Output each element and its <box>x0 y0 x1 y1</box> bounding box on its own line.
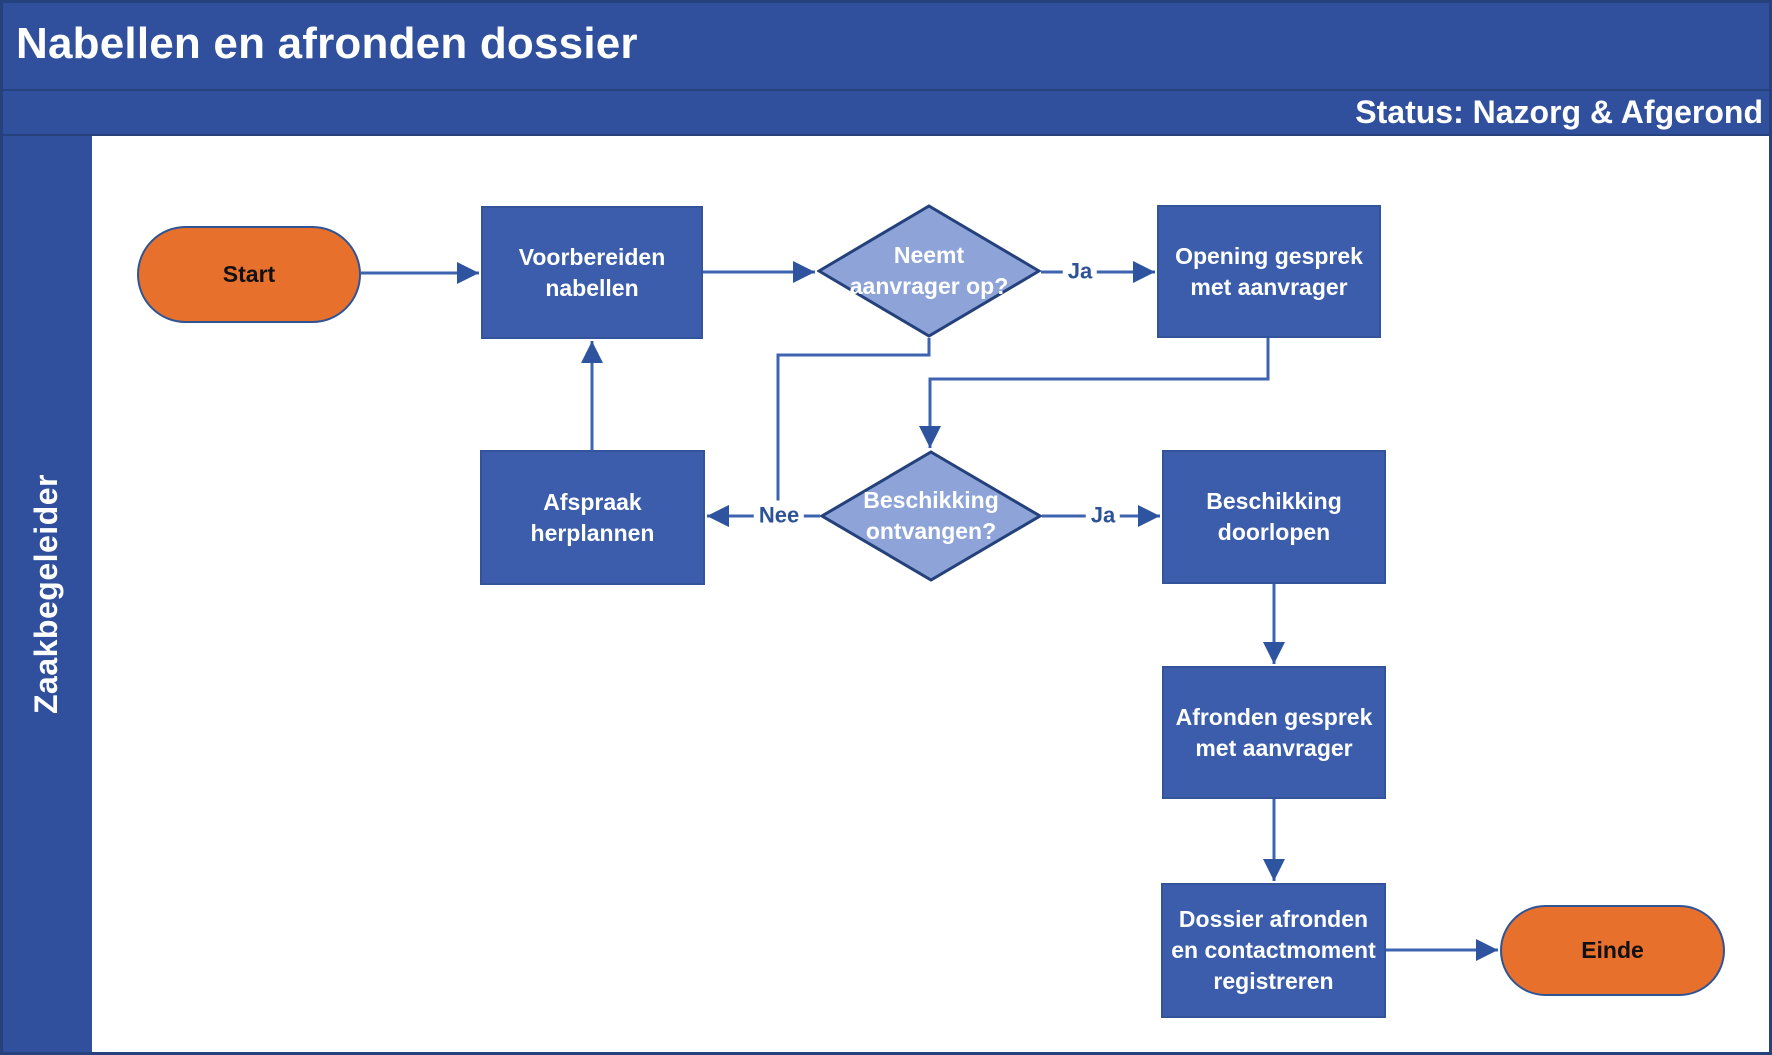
swimlane-label-column: Zaakbegeleider <box>0 136 92 1052</box>
title-band: Nabellen en afronden dossier <box>0 0 1772 91</box>
node-beschikking-doorlopen-label: Beschikking doorlopen <box>1206 488 1342 545</box>
node-start: Start <box>137 226 361 323</box>
node-opening-gesprek: Opening gesprek met aanvrager <box>1157 205 1381 338</box>
node-afspraak-herplannen-label: Afspraak herplannen <box>530 488 655 546</box>
page-title: Nabellen en afronden dossier <box>16 18 638 68</box>
status-text: Status: Nazorg & Afgerond <box>1355 93 1763 130</box>
node-beschikking-ontvangen: Beschikking ontvangen? <box>820 450 1042 582</box>
node-beschikking-doorlopen: Beschikking doorlopen <box>1162 450 1386 584</box>
node-neemt-aanvrager-op: Neemt aanvrager op? <box>817 204 1041 338</box>
node-einde: Einde <box>1500 905 1725 996</box>
diamond-shape-icon <box>820 450 1042 582</box>
node-afronden-gesprek: Afronden gesprek met aanvrager <box>1162 666 1386 799</box>
connector-opening-to-beschikking-ontvangen <box>918 338 1270 448</box>
node-beschikking-ontvangen-label: Beschikking ontvangen? <box>863 487 999 544</box>
edge-label-ja-beschikking: Ja <box>1085 500 1121 532</box>
node-opening-gesprek-label: Opening gesprek met aanvrager <box>1175 242 1363 300</box>
node-einde-label: Einde <box>1581 937 1644 963</box>
edge-label-nee-beschikking: Nee <box>753 500 805 532</box>
node-afronden-gesprek-label: Afronden gesprek met aanvrager <box>1175 703 1373 761</box>
node-dossier-afronden-label: Dossier afronden en contactmoment regist… <box>1171 906 1376 994</box>
node-neemt-aanvrager-op-label: Neemt aanvrager op? <box>849 242 1009 299</box>
node-dossier-afronden: Dossier afronden en contactmoment regist… <box>1161 883 1386 1018</box>
node-voorbereiden-nabellen: Voorbereiden nabellen <box>481 206 703 339</box>
diamond-shape-icon <box>817 204 1041 338</box>
node-afspraak-herplannen: Afspraak herplannen <box>480 450 705 585</box>
edge-label-ja-neemt-op: Ja <box>1062 256 1098 288</box>
node-voorbereiden-nabellen-label: Voorbereiden nabellen <box>518 243 666 301</box>
node-start-label: Start <box>222 261 276 287</box>
status-band: Status: Nazorg & Afgerond <box>0 91 1772 136</box>
